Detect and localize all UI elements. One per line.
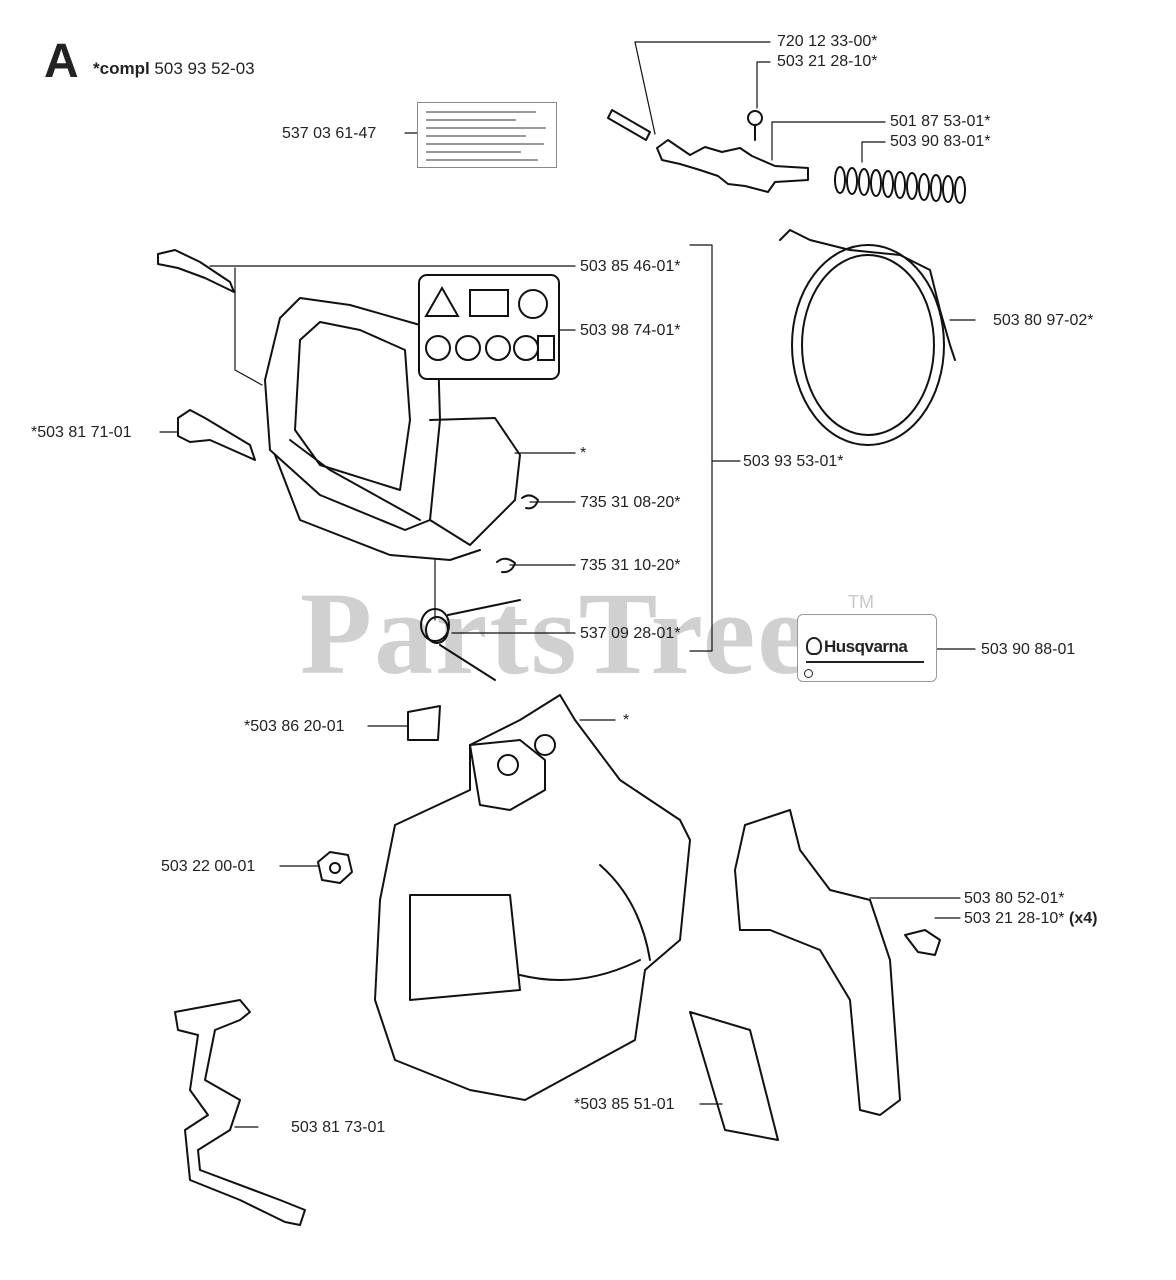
part-label-735-31-08-20[interactable]: 735 31 08-20* [580,494,681,511]
part-label-503-81-73-01[interactable]: 503 81 73-01 [291,1119,386,1136]
quantity-x4: (x4) [1068,910,1098,927]
part-number-503-21-28-10: 503 21 28-10* [964,910,1065,927]
part-label-537-03-61-47[interactable]: 537 03 61-47 [282,125,377,142]
part-label-503-86-20-01[interactable]: *503 86 20-01 [244,718,345,735]
part-label-503-90-88-01[interactable]: 503 90 88-01 [981,641,1076,658]
side-cover-drawing [734,809,901,1116]
part-label-503-22-00-01[interactable]: 503 22 00-01 [161,858,256,875]
part-label-503-98-74-01[interactable]: 503 98 74-01* [580,322,681,339]
husqvarna-logo-icon [806,637,822,655]
husqvarna-decal: Husqvarna [797,614,937,682]
part-label-537-09-28-01[interactable]: 537 09 28-01* [580,625,681,642]
part-label-503-21-28-10-top[interactable]: 503 21 28-10* [777,53,878,70]
helmet-icon [518,289,548,319]
compl-prefix: *compl [93,59,150,78]
part-label-503-90-83-01[interactable]: 503 90 83-01* [890,133,991,150]
manual-icon [469,289,509,317]
husqvarna-decal-text: Husqvarna [824,637,908,656]
complete-assembly-label: *compl 503 93 52-03 [93,60,255,77]
spring-drawing [834,166,966,204]
part-label-star-2[interactable]: * [623,712,630,729]
part-label-503-85-51-01[interactable]: *503 85 51-01 [574,1096,675,1113]
section-letter: A [44,35,79,88]
part-label-503-81-71-01[interactable]: *503 81 71-01 [31,424,132,441]
part-label-735-31-10-20[interactable]: 735 31 10-20* [580,557,681,574]
part-label-501-87-53-01[interactable]: 501 87 53-01* [890,113,991,130]
part-label-star-1[interactable]: * [580,445,587,462]
part-label-503-93-53-01[interactable]: 503 93 53-01* [743,453,844,470]
hand-guard-drawing [264,297,521,561]
compl-part-number: 503 93 52-03 [154,59,255,78]
engine-info-decal [417,102,557,168]
leader-lines [159,41,976,1128]
watermark-tm: TM [848,592,874,612]
pin-drawing [607,109,651,141]
part-label-503-85-46-01[interactable]: 503 85 46-01* [580,258,681,275]
part-label-720-12-33-00[interactable]: 720 12 33-00* [777,33,878,50]
safety-decal [418,274,560,380]
warning-icon [424,285,460,317]
clutch-cover-drawing [374,694,691,1101]
part-label-503-80-97-02[interactable]: 503 80 97-02* [993,312,1094,329]
part-label-503-21-28-10-bottom[interactable]: 503 21 28-10* (x4) [964,911,1097,927]
torsion-spring-drawing [420,599,521,681]
brake-band-drawing [779,229,956,446]
part-label-503-80-52-01[interactable]: 503 80 52-01* [964,890,1065,907]
